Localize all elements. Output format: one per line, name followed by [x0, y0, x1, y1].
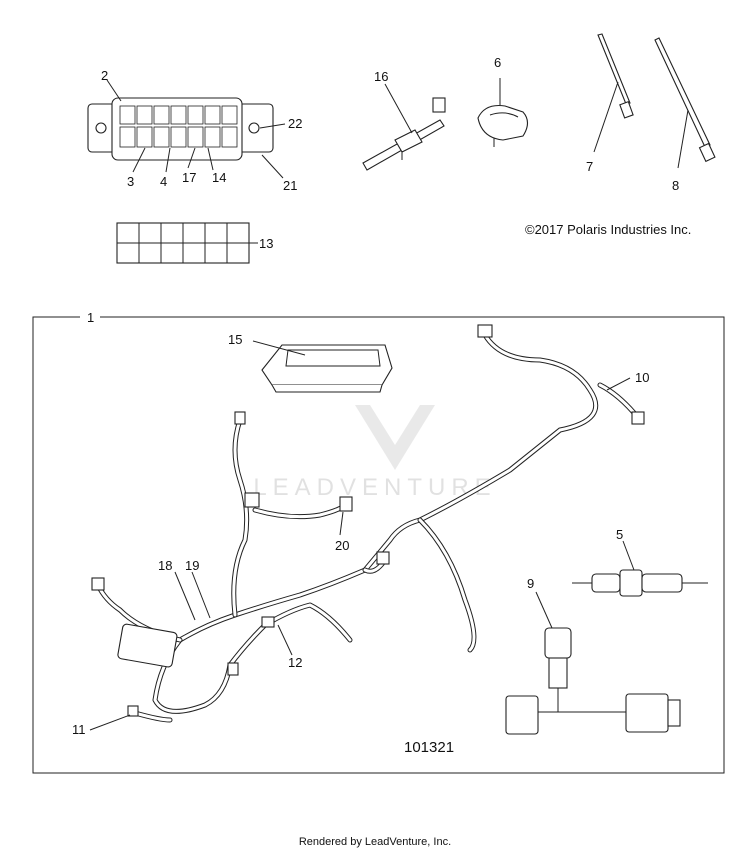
callout-15: 15 [228, 332, 242, 347]
callout-18: 18 [158, 558, 172, 573]
leadventure-watermark: LEADVENTURE [253, 405, 496, 501]
callout-lines-top-left [106, 79, 286, 179]
fuse-holder-5 [572, 540, 708, 597]
callout-numbers: 2 22 21 3 4 17 14 13 16 6 7 8 1 15 10 20… [72, 55, 679, 737]
callout-2: 2 [101, 68, 108, 83]
main-wire-harness [91, 324, 645, 723]
callout-3: 3 [127, 174, 134, 189]
callout-17: 17 [182, 170, 196, 185]
fuse-label [116, 222, 258, 264]
figure-number: 101321 [404, 739, 454, 756]
callout-21: 21 [283, 178, 297, 193]
callout-11: 11 [72, 722, 86, 737]
callout-8: 8 [672, 178, 679, 193]
callout-7: 7 [586, 159, 593, 174]
callout-4: 4 [160, 174, 167, 189]
callout-19: 19 [185, 558, 199, 573]
callout-lines-harness [89, 377, 631, 731]
callout-14: 14 [212, 170, 226, 185]
callout-1: 1 [87, 310, 94, 325]
callout-9: 9 [527, 576, 534, 591]
copyright-text: ©2017 Polaris Industries Inc. [525, 222, 691, 237]
tie-7 [593, 33, 634, 153]
callout-22: 22 [288, 116, 302, 131]
callout-20: 20 [335, 538, 349, 553]
footer-credit: Rendered by LeadVenture, Inc. [298, 836, 452, 848]
callout-6: 6 [494, 55, 501, 70]
clip-6 [477, 78, 529, 147]
tie-8 [654, 37, 716, 169]
adapter-9 [505, 591, 681, 735]
callout-12: 12 [288, 655, 302, 670]
callout-13: 13 [259, 236, 273, 251]
harness-frame [32, 316, 725, 774]
cover-15 [252, 340, 393, 393]
svg-text:LEADVENTURE: LEADVENTURE [253, 474, 496, 501]
callout-16: 16 [374, 69, 388, 84]
fuse-box [87, 97, 274, 161]
callout-5: 5 [616, 527, 623, 542]
cable-tie-16 [362, 83, 446, 171]
callout-10: 10 [635, 370, 649, 385]
